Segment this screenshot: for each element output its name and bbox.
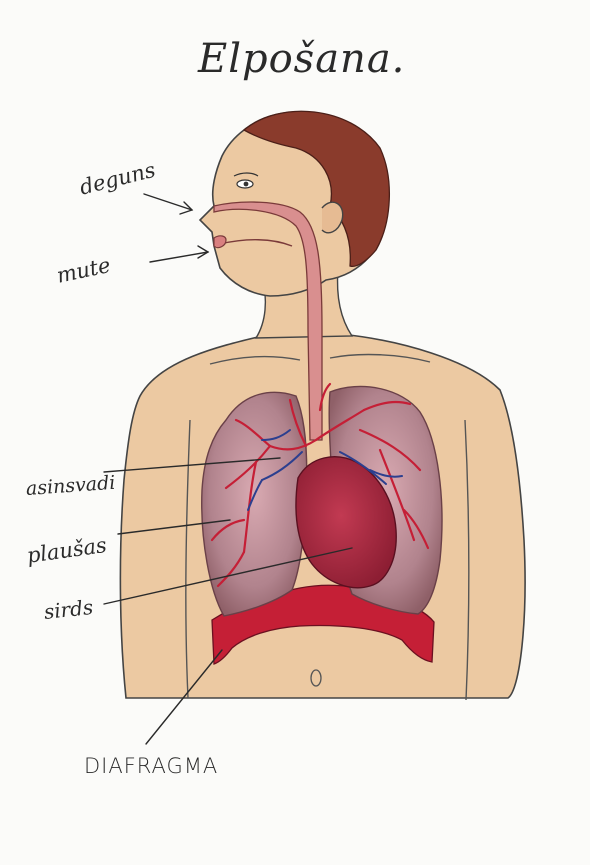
label-heart: sirds <box>43 595 95 624</box>
page-title: Elpošana. <box>198 36 405 82</box>
label-diaphragm: DIAFRAGMA <box>84 754 218 778</box>
